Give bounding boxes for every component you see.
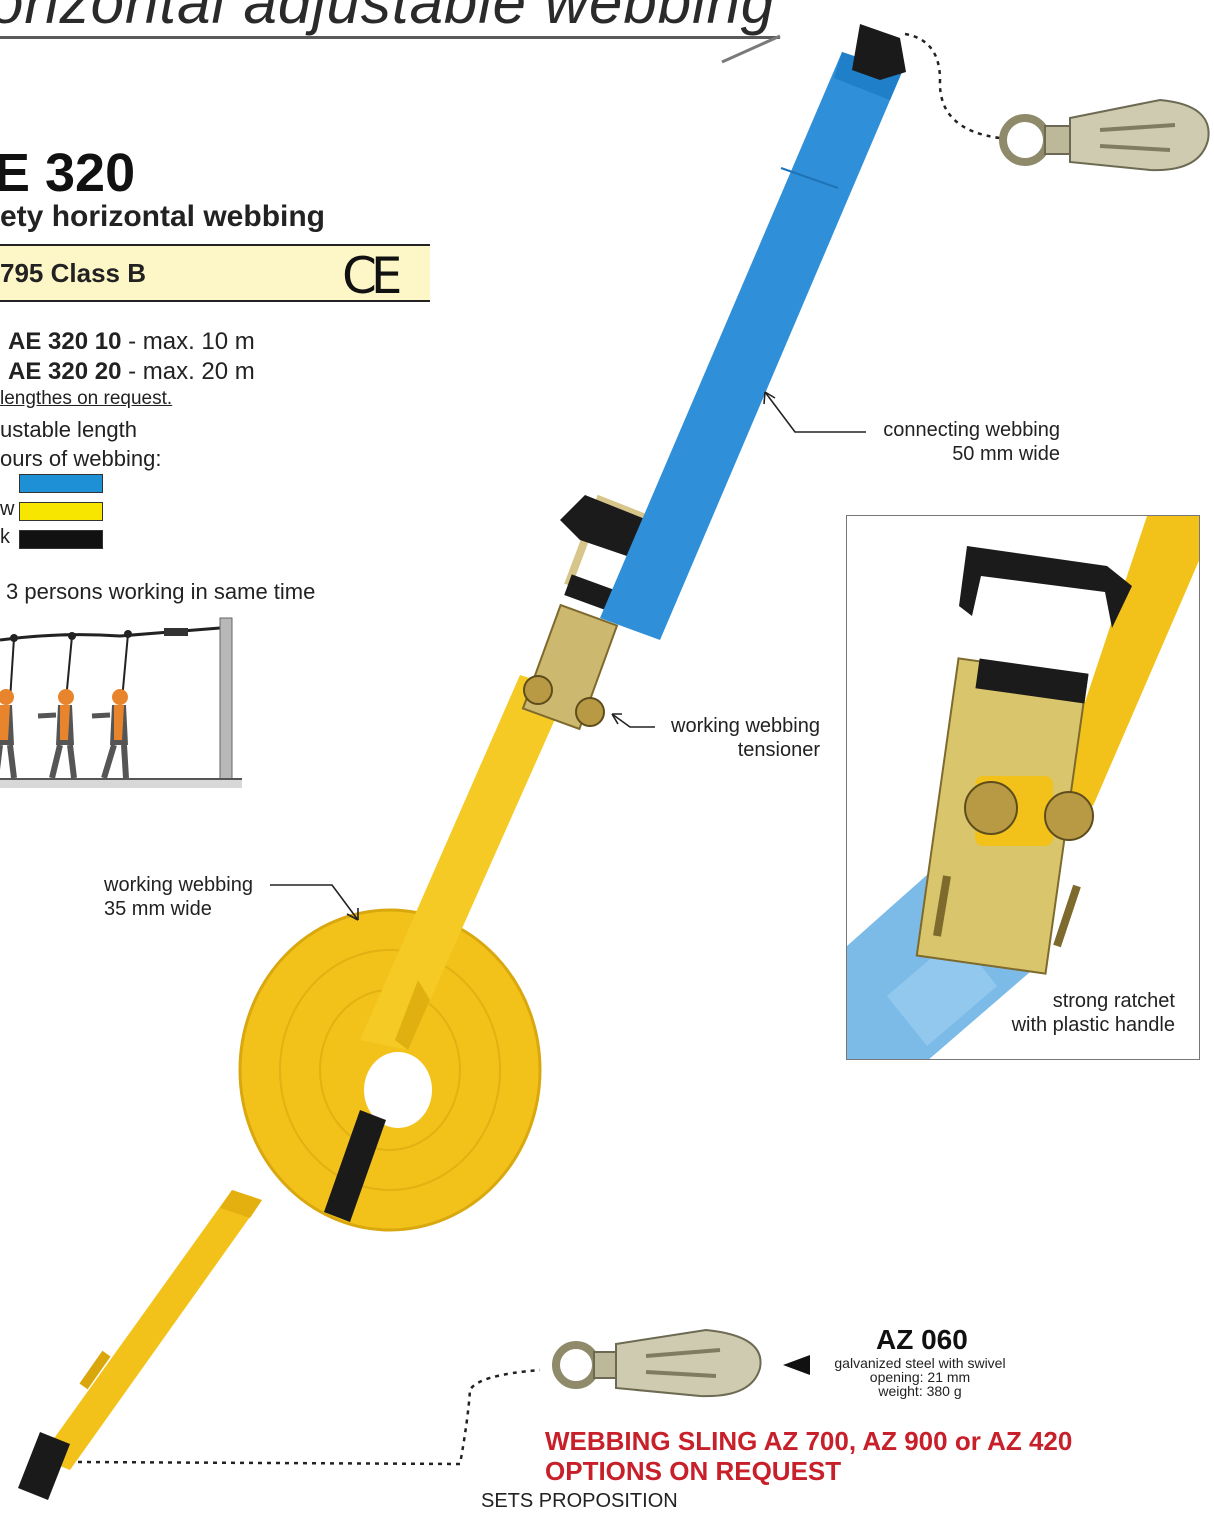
options-line: OPTIONS ON REQUEST	[545, 1456, 842, 1486]
page-title: orizontal adjustable webbing	[0, 0, 776, 36]
variant-code: AE 320 20	[8, 358, 122, 385]
ce-mark: CE	[342, 247, 402, 305]
product-model: E 320	[0, 143, 136, 203]
variant-2: AE 320 20 - max. 20 m	[8, 358, 255, 386]
callout-line: strong ratchet	[1052, 990, 1175, 1012]
callout-ratchet: strong ratchet with plastic handle	[1012, 989, 1175, 1037]
swatch-label-yellow: w	[0, 498, 15, 520]
callout-line: connecting webbing	[883, 419, 1060, 441]
ratchet-detail-image	[847, 516, 1199, 1059]
colours-label: ours of webbing:	[0, 446, 162, 471]
worker-figure	[0, 689, 17, 779]
callout-line: with plastic handle	[1011, 1014, 1175, 1036]
callout-connecting: connecting webbing 50 mm wide	[870, 418, 1060, 466]
worker-figure	[37, 689, 77, 779]
hook-spec: galvanized steel with swivel opening: 21…	[818, 1356, 1022, 1398]
callout-working: working webbing 35 mm wide	[104, 873, 253, 921]
hook-code: AZ 060	[876, 1324, 968, 1355]
swatch-yellow	[19, 502, 103, 521]
other-lengths-note: lengthes on request.	[0, 388, 173, 409]
title-underline	[0, 36, 780, 39]
swatch-blue	[19, 474, 103, 493]
hook-spec-line: weight: 380 g	[878, 1383, 962, 1399]
callout-line: working webbing	[671, 715, 820, 737]
variant-desc: - max. 10 m	[121, 328, 255, 355]
sets-proposition: SETS PROPOSITION	[481, 1490, 678, 1512]
standard-bar	[0, 244, 430, 302]
callout-tensioner: working webbing tensioner	[660, 714, 820, 762]
swatch-black	[19, 530, 103, 549]
callout-line: 50 mm wide	[952, 443, 1060, 465]
callout-line: 35 mm wide	[104, 898, 212, 920]
ratchet-detail-panel: strong ratchet with plastic handle	[846, 515, 1200, 1060]
product-subtitle: ety horizontal webbing	[0, 200, 326, 233]
standard-label: 795 Class B	[0, 258, 146, 288]
persons-note: 3 persons working in same time	[6, 579, 316, 604]
adjustable-note: ustable length	[0, 417, 137, 442]
options-line: WEBBING SLING AZ 700, AZ 900 or AZ 420	[545, 1426, 1073, 1456]
callout-line: working webbing	[104, 874, 253, 896]
hook-spec-line: galvanized steel with swivel	[834, 1355, 1006, 1371]
variant-desc: - max. 20 m	[121, 358, 255, 385]
swatch-label-black: k	[0, 526, 10, 548]
worker-figure	[91, 689, 129, 779]
hook-spec-line: opening: 21 mm	[869, 1369, 971, 1385]
options-note: WEBBING SLING AZ 700, AZ 900 or AZ 420 O…	[545, 1426, 1072, 1486]
variant-1: AE 320 10 - max. 10 m	[8, 328, 255, 356]
variant-code: AE 320 10	[8, 328, 122, 355]
callout-line: tensioner	[737, 739, 820, 761]
